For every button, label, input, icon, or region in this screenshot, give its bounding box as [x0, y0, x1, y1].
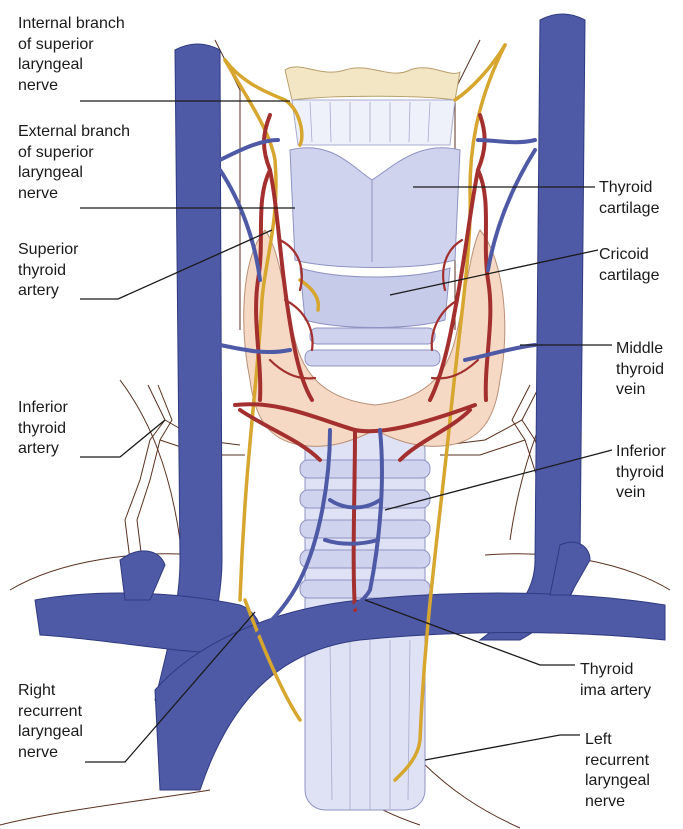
label-left-recurrent-laryngeal-nerve: Left recurrent laryngeal nerve: [585, 730, 650, 812]
label-external-branch-superior-laryngeal-nerve: External branch of superior laryngeal ne…: [18, 122, 130, 204]
label-thyroid-ima-artery: Thyroid ima artery: [580, 660, 651, 701]
label-thyroid-cartilage: Thyroid cartilage: [599, 178, 659, 219]
label-inferior-thyroid-artery: Inferior thyroid artery: [18, 398, 68, 460]
thyrohyoid-membrane: [292, 100, 455, 145]
label-right-recurrent-laryngeal-nerve: Right recurrent laryngeal nerve: [18, 681, 83, 763]
cricoid-cartilage: [300, 268, 450, 328]
hyoid-epiglottis: [285, 67, 460, 100]
label-internal-branch-superior-laryngeal-nerve: Internal branch of superior laryngeal ne…: [18, 14, 125, 96]
label-middle-thyroid-vein: Middle thyroid vein: [616, 339, 664, 401]
label-inferior-thyroid-vein: Inferior thyroid vein: [616, 442, 666, 504]
label-superior-thyroid-artery: Superior thyroid artery: [18, 240, 78, 302]
thyroid-cartilage: [290, 148, 460, 268]
label-cricoid-cartilage: Cricoid cartilage: [599, 245, 659, 286]
